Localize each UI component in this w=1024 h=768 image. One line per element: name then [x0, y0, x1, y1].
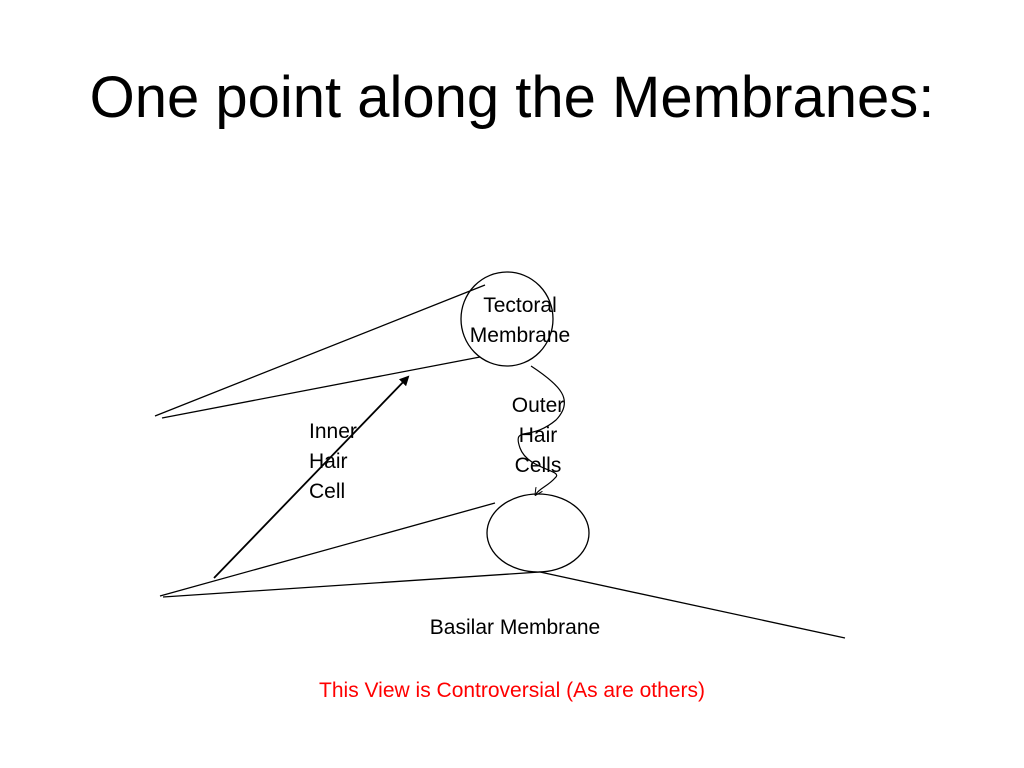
- controversy-note: This View is Controversial (As are other…: [319, 679, 705, 702]
- tectoral-membrane-label-line: Tectoral: [483, 294, 557, 317]
- tectoral-membrane-ellipse: [460, 271, 554, 367]
- outer-hair-cells-connector: [517, 365, 566, 494]
- outer-hair-cells-label-line: Cells: [514, 454, 562, 477]
- inner-hair-cell-label-line: Inner: [309, 420, 357, 443]
- tectoral-membrane-label-line: Membrane: [469, 324, 571, 347]
- tectoral-membrane-upper-line: [154, 284, 486, 417]
- tectoral-membrane-label: Tectoral Membrane: [440, 291, 600, 351]
- outer-hair-cells-label-line: Outer: [511, 394, 565, 417]
- basilar-membrane-lower-line: [162, 571, 541, 598]
- outer-hair-cell-body-ellipse: [486, 493, 590, 573]
- outer-hair-cells-label: Outer Hair Cells: [488, 391, 588, 481]
- inner-hair-cell-label-line: Hair: [309, 450, 348, 473]
- inner-hair-cell-label-line: Cell: [309, 480, 346, 503]
- inner-hair-cell-arrow: [213, 375, 410, 579]
- outer-hair-cells-label-line: Hair: [518, 424, 558, 447]
- inner-hair-cell-label: Inner Hair Cell: [309, 417, 389, 507]
- slide-title: One point along the Membranes:: [89, 65, 935, 130]
- tectoral-membrane-lower-line: [161, 356, 481, 419]
- basilar-membrane-extension-line: [539, 571, 846, 639]
- basilar-membrane-label: Basilar Membrane: [429, 616, 601, 639]
- basilar-membrane-upper-line: [159, 502, 496, 597]
